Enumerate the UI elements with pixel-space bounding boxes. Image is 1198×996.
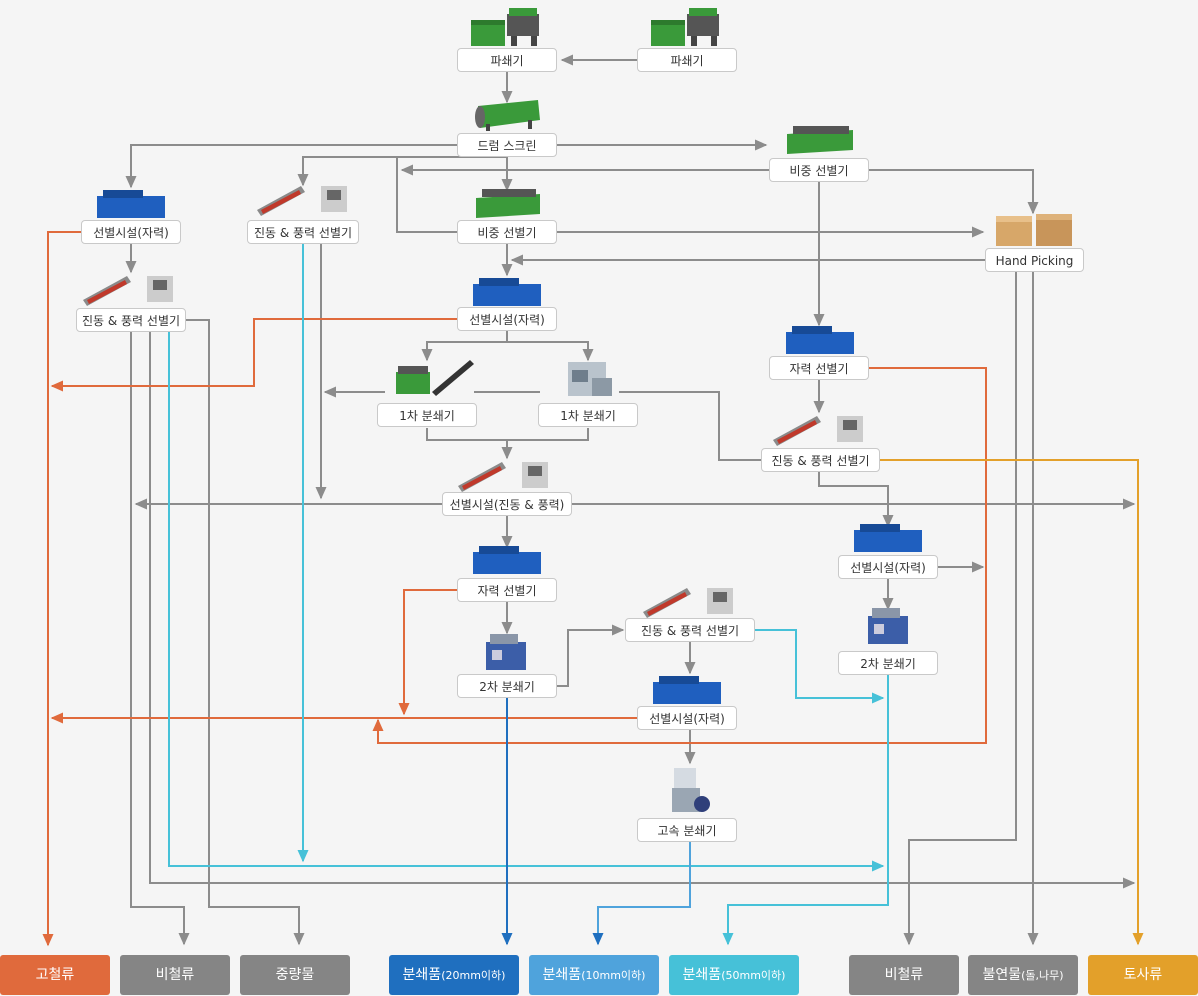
node-magnetic-separator-center: 자력 선별기 (457, 578, 557, 602)
node-magnetic-separator-right: 자력 선별기 (769, 356, 869, 380)
magnetic-separator-machine-icon (97, 190, 165, 218)
output-label: 분쇄품 (542, 967, 582, 983)
primary-crusher-conveyor-icon (396, 360, 474, 396)
output-label: 분쇄품 (402, 967, 442, 983)
node-secondary-crusher-right: 2차 분쇄기 (838, 651, 938, 675)
node-gravity-separator-mid: 비중 선별기 (457, 220, 557, 244)
vibration-air-separator-machine-icon (773, 416, 863, 446)
output-crushed-20mm: 분쇄품(20mm이하) (389, 955, 519, 995)
output-crushed-10mm: 분쇄품(10mm이하) (529, 955, 659, 995)
output-incombustibles: 불연물(돌,나무) (968, 955, 1078, 995)
node-magnetic-facility-center-lower: 선별시설(자력) (637, 706, 737, 730)
gravity-separator-machine-icon (787, 126, 853, 154)
node-hand-picking: Hand Picking (985, 248, 1084, 272)
node-magnetic-facility-center: 선별시설(자력) (457, 307, 557, 331)
node-vibration-air-left-mid: 진동 & 풍력 선별기 (76, 308, 186, 332)
gravity-separator-machine-icon (476, 189, 540, 218)
magnetic-separator-machine-icon (786, 326, 854, 354)
high-speed-crusher-machine-icon (672, 768, 710, 812)
magnetic-separator-machine-icon (473, 278, 541, 306)
vibration-air-separator-machine-icon (257, 186, 347, 216)
node-magnetic-facility-left: 선별시설(자력) (81, 220, 181, 244)
output-label: 토사류 (1123, 967, 1163, 983)
output-sublabel: (20mm이하) (441, 969, 506, 982)
magnetic-separator-machine-icon (854, 524, 922, 552)
output-label: 고철류 (35, 967, 75, 983)
node-gravity-separator-top: 비중 선별기 (769, 158, 869, 182)
vibration-air-separator-machine-icon (458, 462, 548, 492)
node-vibration-air-center: 진동 & 풍력 선별기 (625, 618, 755, 642)
node-vibration-air-right: 진동 & 풍력 선별기 (761, 448, 880, 472)
output-nonferrous-right: 비철류 (849, 955, 959, 995)
shredder-machine-icon (651, 8, 719, 46)
output-sublabel: (10mm이하) (581, 969, 646, 982)
output-soil: 토사류 (1088, 955, 1198, 995)
node-secondary-crusher-center: 2차 분쇄기 (457, 674, 557, 698)
vibration-air-separator-machine-icon (643, 588, 733, 618)
output-label: 중량물 (275, 967, 315, 983)
output-nonferrous-left: 비철류 (120, 955, 230, 995)
output-sublabel: (50mm이하) (721, 969, 786, 982)
node-magnetic-facility-right: 선별시설(자력) (838, 555, 938, 579)
node-high-speed-crusher: 고속 분쇄기 (637, 818, 737, 842)
output-sublabel: (돌,나무) (1021, 969, 1064, 982)
output-label: 비철류 (884, 967, 924, 983)
output-label: 분쇄품 (682, 967, 722, 983)
output-ferrous: 고철류 (0, 955, 110, 995)
output-label: 불연물 (982, 967, 1022, 983)
magnetic-separator-machine-icon (473, 546, 541, 574)
node-vibration-air-left-top: 진동 & 풍력 선별기 (247, 220, 359, 244)
drum-screen-machine-icon (475, 100, 540, 131)
node-primary-crusher-b: 1차 분쇄기 (538, 403, 638, 427)
primary-crusher-machine-icon (568, 362, 612, 396)
secondary-crusher-machine-icon (868, 608, 908, 644)
secondary-crusher-machine-icon (486, 634, 526, 670)
output-crushed-50mm: 분쇄품(50mm이하) (669, 955, 799, 995)
magnetic-separator-machine-icon (653, 676, 721, 704)
node-crusher-a: 파쇄기 (457, 48, 557, 72)
node-primary-crusher-a: 1차 분쇄기 (377, 403, 477, 427)
output-label: 비철류 (155, 967, 195, 983)
node-sorting-vibration-air: 선별시설(진동 & 풍력) (442, 492, 572, 516)
node-drum-screen: 드럼 스크린 (457, 133, 557, 157)
hand-picking-boxes-icon (996, 214, 1072, 246)
output-heavy-matter: 중량물 (240, 955, 350, 995)
vibration-air-separator-machine-icon (83, 276, 173, 306)
shredder-machine-icon (471, 8, 539, 46)
node-crusher-b: 파쇄기 (637, 48, 737, 72)
